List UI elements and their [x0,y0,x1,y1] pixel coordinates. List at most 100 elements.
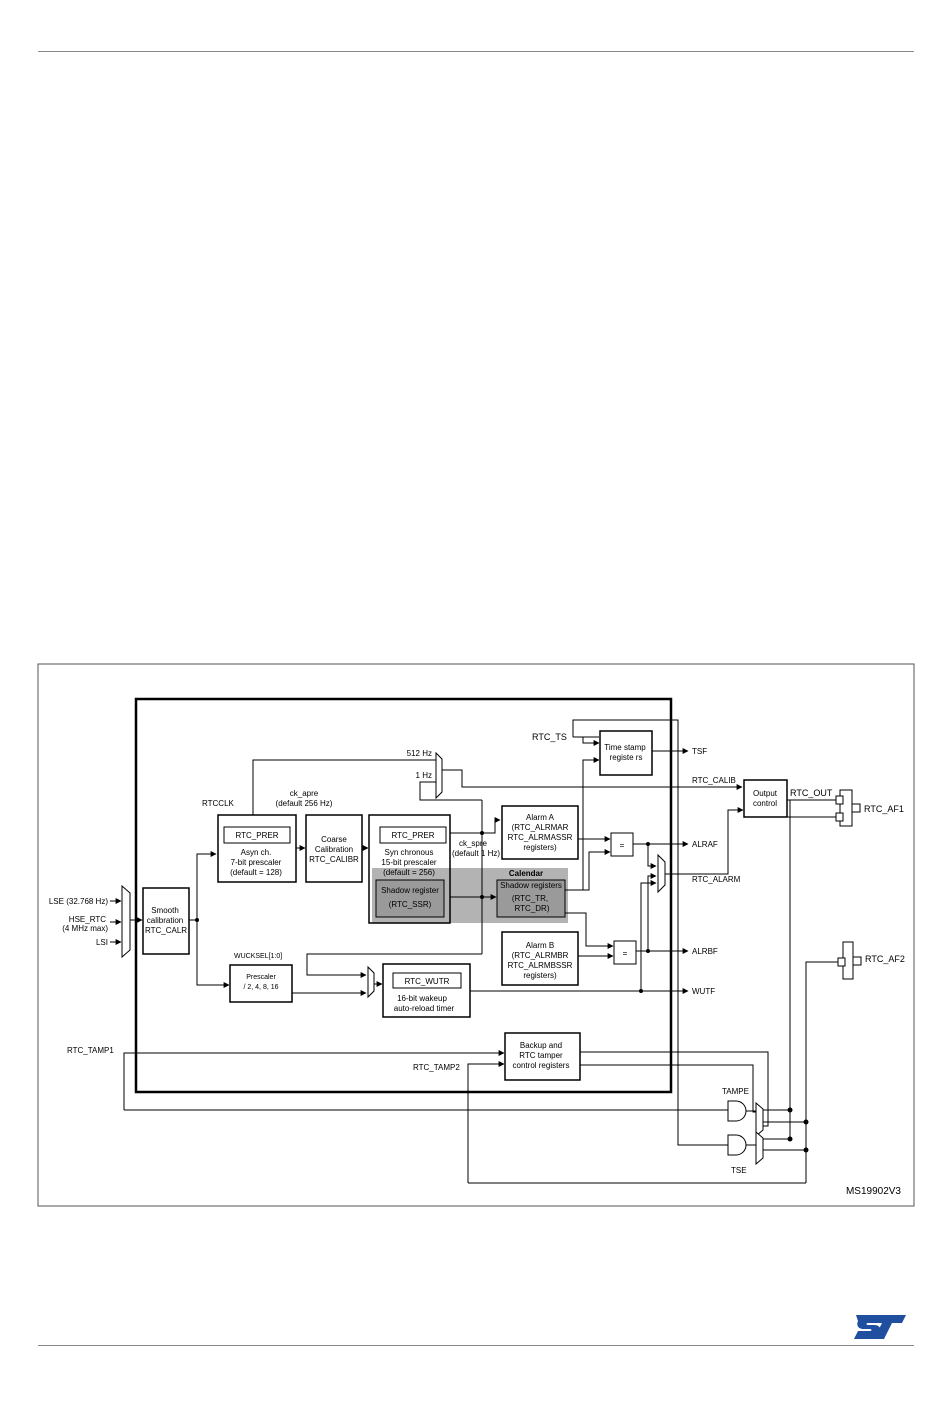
alraf-label: ALRAF [692,840,718,849]
ck-spre-label-2: (default 1 Hz) [452,849,500,858]
alarm-mux [657,853,666,894]
sync-line-2: 15-bit prescaler [381,858,436,867]
shadow-ssr-register [375,879,445,918]
ck-spre-label-1: ck_spre [459,839,488,848]
async-line-2: 7-bit prescaler [231,858,282,867]
coarse-line-3: RTC_CALIBR [309,855,359,864]
rtc-ts-label: RTC_TS [532,732,567,742]
smooth-line-2: calibration [147,916,183,925]
alarm-b-line-2: (RTC_ALRMBR [512,951,569,960]
wakeup-prescaler-line-2: / 2, 4, 8, 16 [243,984,278,991]
figure-id-label: MS19902V3 [846,1186,901,1197]
smooth-line-3: RTC_CALR [145,926,187,935]
rtc-alarm-label: RTC_ALARM [692,875,741,884]
ck-apre-label-2: (default 256 Hz) [276,799,333,808]
comparator-b-symbol: = [623,949,628,958]
input-mux [121,884,131,959]
alarm-b-block [501,931,579,986]
sync-prer-label: RTC_PRER [392,831,435,840]
tampe-and-gate [727,1100,747,1122]
timestamp-block [599,730,653,776]
backup-line-2: RTC tamper [519,1051,563,1060]
wakeup-line-2: auto-reload timer [394,1004,455,1013]
rtc-calib-label: RTC_CALIB [692,776,736,785]
alarm-b-line-1: Alarm B [526,941,554,950]
rtc-af1-label: RTC_AF1 [864,804,904,814]
tse-label: TSE [731,1166,747,1175]
shadow-register-label: Shadow register [381,886,439,895]
ck-apre-label-1: ck_apre [290,789,319,798]
hz1-label: 1 Hz [416,771,432,780]
sync-prescaler-block [368,814,451,924]
tse-and-gate [727,1134,747,1156]
async-prer-label: RTC_PRER [236,831,279,840]
hse-label-1: HSE_RTC [69,915,106,924]
timestamp-line-1: Time stamp [604,743,646,752]
alarm-a-block [501,805,579,860]
rtc-af1-switch-top [835,795,844,805]
comparator-b [613,940,637,965]
rtc-tamp2-label: RTC_TAMP2 [413,1063,460,1072]
rtcclk-label: RTCCLK [202,799,235,808]
output-control-line-1: Output [753,789,778,798]
backup-line-1: Backup and [520,1041,562,1050]
comparator-a-symbol: = [620,841,625,850]
wutr-label: RTC_WUTR [405,977,450,986]
async-prer-register [223,826,291,844]
alarm-a-line-4: registers) [523,843,557,852]
rtc-af1-pin [851,803,861,813]
wakeup-prescaler-line-1: Prescaler [246,974,276,981]
calendar-shadow-registers [496,879,566,918]
rtc-domain-box [134,697,673,1094]
smooth-line-1: Smooth [151,906,179,915]
wucksel-label: WUCKSEL[1:0] [234,953,282,960]
alarm-a-line-1: Alarm A [526,813,555,822]
rtc-af2-label: RTC_AF2 [865,954,905,964]
calendar-shadow-label: Shadow registers [500,881,562,890]
hz512-label: 512 Hz [407,749,432,758]
sync-line-1: Syn chronous [385,848,434,857]
rtc-af2-pin [852,956,862,966]
header-rule [38,51,914,52]
backup-line-3: control registers [513,1061,570,1070]
output-control-block [743,779,788,818]
rtc-tamp1-label: RTC_TAMP1 [67,1046,114,1055]
sync-prer-register [379,826,447,844]
tamper-mux-1 [755,1101,764,1138]
async-line-1: Asyn ch. [241,848,272,857]
coarse-line-1: Coarse [321,835,347,844]
tampe-label: TAMPE [722,1087,749,1096]
rtc-af2-switch [837,957,846,967]
calendar-regs-1: (RTC_TR, [512,894,548,903]
wakeup-line-1: 16-bit wakeup [397,994,447,1003]
lse-label: LSE (32.768 Hz) [49,897,108,906]
coarse-calibration-block [305,814,363,883]
async-prescaler-block [217,814,297,883]
hse-label-2: (4 MHz max) [62,924,108,933]
backup-tamper-block [504,1032,581,1081]
tsf-label: TSF [692,747,707,756]
calib-mux [435,751,443,800]
alarm-b-line-4: registers) [523,971,557,980]
alrbf-label: ALRBF [692,947,718,956]
calendar-title: Calendar [509,869,543,878]
rtc-af1-switch-bottom [835,812,844,822]
timestamp-line-2: registe rs [610,753,643,762]
alarm-b-line-3: RTC_ALRMBSSR [508,961,573,970]
calendar-regs-2: RTC_DR) [515,904,550,913]
figure-frame [37,663,915,1207]
st-logo [854,1315,906,1339]
sync-line-3: (default = 256) [383,868,435,877]
wutr-register [392,972,462,989]
rtc-out-label: RTC_OUT [790,788,833,798]
alarm-a-line-3: RTC_ALRMASSR [508,833,573,842]
output-control-line-2: control [753,799,777,808]
shadow-ssr-label: (RTC_SSR) [389,900,432,909]
tamper-mux-2 [755,1130,764,1166]
wakeup-prescaler-block [229,964,293,1003]
wakeup-mux [367,965,375,999]
wutf-label: WUTF [692,987,715,996]
smooth-calibration-block [142,887,190,955]
async-line-3: (default = 128) [230,868,282,877]
